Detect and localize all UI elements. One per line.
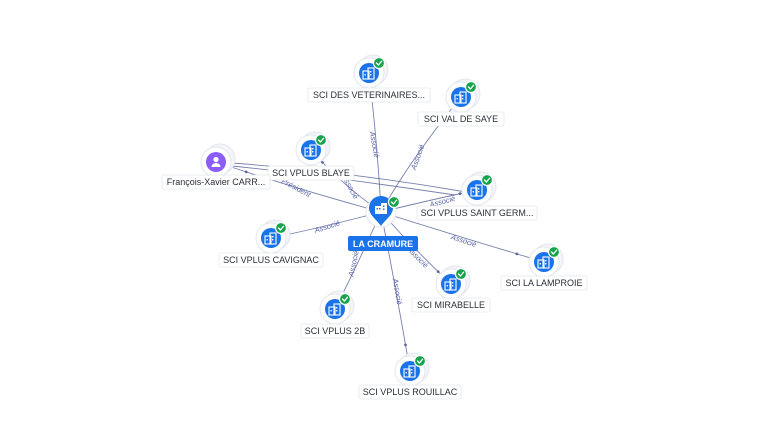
building-icon [454,91,467,104]
building-icon [264,232,277,245]
verified-check-icon [387,195,401,209]
verified-check-icon [274,221,288,235]
graph-node-n3[interactable]: SCI VPLUS BLAYE [267,131,355,181]
edge-line [215,161,382,213]
node-label-box [417,111,505,127]
center-label-box [348,236,418,251]
node-label-box [300,323,370,339]
node-label: SCI LA LAMPROIE [505,278,582,288]
graph-node-n4[interactable]: François-Xavier CARR... [161,143,271,190]
verified-check-icon [413,354,427,368]
edge-arrow-dot [244,170,248,174]
node-label-box [161,174,271,190]
graph-node-n1[interactable]: SCI DES VETERINAIRES... [307,54,431,103]
center-node[interactable]: LA CRAMURE [348,195,418,251]
graph-node-n5[interactable]: SCI VPLUS SAINT GERM... [416,171,538,221]
edge-arrow-dot [404,343,407,347]
node-label-box [358,384,462,400]
node-label-box [267,165,355,181]
edge-line [380,211,545,263]
graph-node-n7[interactable]: SCI LA LAMPROIE [500,243,588,291]
edge-label: Associé [409,143,427,172]
verified-check-icon [547,245,561,259]
node-label: SCI VPLUS BLAYE [272,168,350,178]
building-icon [403,365,416,378]
edge-label: Associé [391,277,405,305]
node-label-box [218,252,324,268]
nodes-layer: SCI DES VETERINAIRES... SCI VAL DE SAYE SC… [161,54,588,400]
building-icon [362,67,375,80]
building-icon [375,203,387,214]
person-icon [211,156,221,167]
node-label: SCI VAL DE SAYE [424,114,498,124]
graph-node-n10[interactable]: SCI VPLUS ROUILLAC [358,352,462,400]
node-label: SCI VPLUS SAINT GERM... [421,208,534,218]
verified-check-icon [480,173,494,187]
node-label-box [307,87,431,103]
node-label: SCI DES VETERINAIRES... [313,90,425,100]
edge-label: Associé [368,130,382,158]
node-label: François-Xavier CARR... [167,177,266,187]
node-label: SCI VPLUS ROUILLAC [363,387,458,397]
node-label: SCI VPLUS CAVIGNAC [223,255,319,265]
verified-check-icon [314,133,328,147]
graph-node-n8[interactable]: SCI MIRABELLE [411,265,491,313]
node-label: SCI VPLUS 2B [305,326,366,336]
node-label-box [500,275,588,291]
graph-node-n2[interactable]: SCI VAL DE SAYE [417,78,505,127]
building-icon [470,184,483,197]
graph-node-n6[interactable]: SCI VPLUS CAVIGNAC [218,219,324,268]
node-label-box [411,297,491,313]
edge-arrow-dot [321,160,324,164]
building-icon [328,303,341,316]
edge-arrow-dot [436,270,440,274]
edge-arrow-dot [458,192,462,196]
edge-label: Associé [312,218,341,235]
building-icon [537,256,550,269]
building-icon [304,144,317,157]
verified-check-icon [372,56,386,70]
verified-check-icon [454,267,468,281]
edge-arrow-dot [515,252,519,256]
verified-check-icon [464,80,478,94]
edge-label: Associé [449,232,478,249]
verified-check-icon [338,292,352,306]
building-icon [444,278,457,291]
graph-node-n9[interactable]: SCI VPLUS 2B [300,290,370,339]
center-label: LA CRAMURE [353,239,413,249]
edge-n10: Associé [380,211,411,372]
node-label: SCI MIRABELLE [417,300,485,310]
edge-label: Associé [346,250,360,279]
node-label-box [416,205,538,221]
